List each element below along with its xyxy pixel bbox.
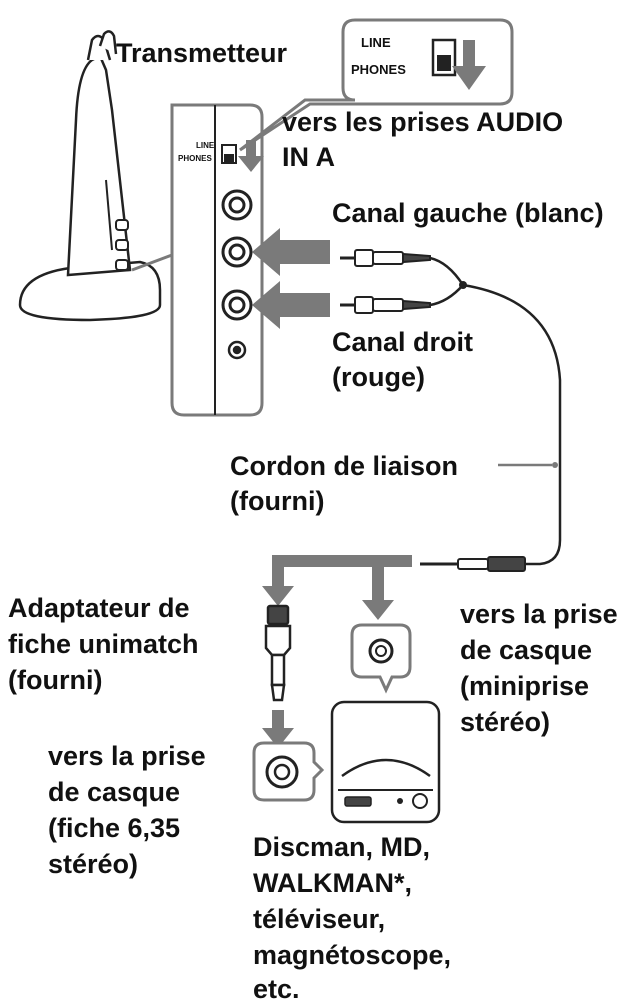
mini-jack-label-line4: stéréo) xyxy=(460,707,551,737)
rca-plug-left xyxy=(340,249,431,267)
transmitter-illustration xyxy=(18,30,162,322)
cord-label-line1: Cordon de liaison xyxy=(230,451,459,481)
cord-splitter xyxy=(459,281,467,289)
switch-knob xyxy=(437,55,451,71)
devices-label-line1: Discman, MD, xyxy=(253,832,431,862)
mini-jack-label-line1: vers la prise xyxy=(460,599,618,629)
left-channel-arrow xyxy=(252,228,330,276)
devices-label-line4: magnétoscope, xyxy=(253,940,452,970)
adaptor-label-line1: Adaptateur de xyxy=(8,593,190,623)
adaptor-label-line2: fiche unimatch xyxy=(8,629,199,659)
big-jack-label-line3: (fiche 6,35 xyxy=(48,813,181,843)
right-channel-label-line2: (rouge) xyxy=(332,362,425,392)
right-channel-arrow xyxy=(252,281,330,329)
transmitter-label: Transmetteur xyxy=(116,38,288,68)
mini-jack-bubble xyxy=(350,623,412,694)
big-jack-label-line1: vers la prise xyxy=(48,741,206,771)
mini-stereo-plug xyxy=(420,556,526,572)
audio-in-jack-left xyxy=(221,236,253,268)
adaptor-down-arrow xyxy=(262,710,294,748)
switch-down-arrow xyxy=(452,40,486,90)
audio-in-jack-right xyxy=(221,289,253,321)
big-jack-label-line2: de casque xyxy=(48,777,181,807)
audio-in-label-line1: vers les prises AUDIO xyxy=(282,107,564,137)
switch-callout xyxy=(239,18,514,152)
devices-label-line5: etc. xyxy=(253,974,300,1004)
panel-switch-arrow xyxy=(238,140,264,172)
mini-jack-label-line3: (miniprise xyxy=(460,671,590,701)
rca-plug-right xyxy=(340,296,431,314)
audio-in-jack-1 xyxy=(221,189,253,221)
switch-line-phones-small xyxy=(221,144,237,164)
adaptor-label-line3: (fourni) xyxy=(8,665,103,695)
switch-phones-label: PHONES xyxy=(351,62,406,77)
mini-jack-label-line2: de casque xyxy=(460,635,593,665)
cd-player-illustration xyxy=(330,700,441,824)
split-arrows xyxy=(262,555,412,620)
audio-in-label-line2: IN A xyxy=(282,142,335,172)
panel-line-label: LINE xyxy=(196,141,215,150)
large-jack-bubble xyxy=(252,741,325,802)
unimatch-adaptor xyxy=(264,604,292,702)
devices-label-line2: WALKMAN*, xyxy=(253,868,412,898)
connecting-cord xyxy=(429,256,562,566)
cord-leader-dot xyxy=(552,462,558,468)
dc-jack xyxy=(227,340,247,360)
left-channel-label: Canal gauche (blanc) xyxy=(332,198,604,228)
switch-line-label: LINE xyxy=(361,35,391,50)
right-channel-label-line1: Canal droit xyxy=(332,327,474,357)
devices-label-line3: téléviseur, xyxy=(253,904,386,934)
rear-panel xyxy=(170,103,264,417)
panel-phones-label: PHONES xyxy=(178,154,212,163)
cord-label-line2: (fourni) xyxy=(230,486,325,516)
big-jack-label-line4: stéréo) xyxy=(48,849,139,879)
zoom-line xyxy=(131,253,173,272)
transmitter-side-jacks xyxy=(115,219,129,271)
